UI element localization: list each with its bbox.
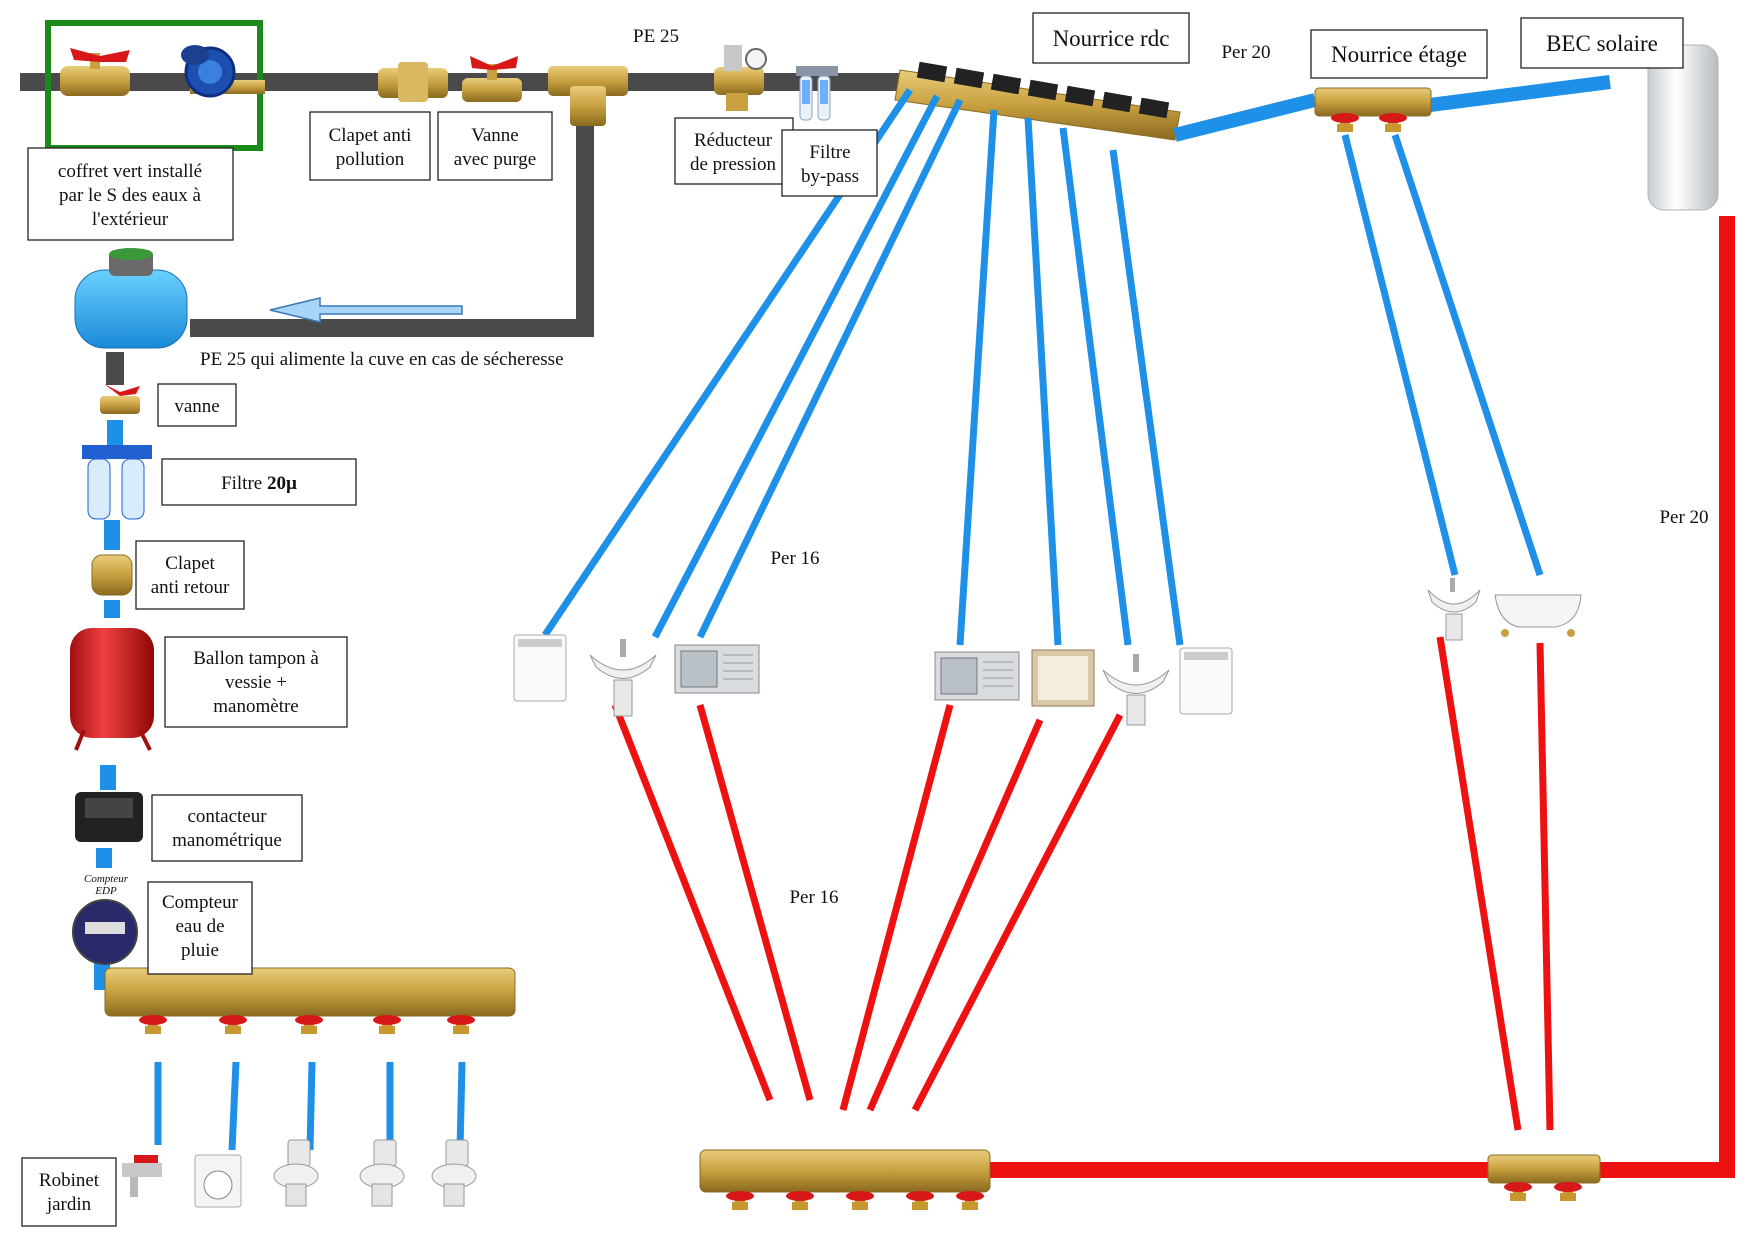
washbasin-icon — [589, 639, 657, 717]
dual-filter-icon — [82, 445, 152, 520]
label-box-filtre20 — [161, 458, 357, 506]
label-per20-right: Per 20 — [1659, 507, 1708, 528]
label-box-bec — [1520, 17, 1684, 69]
label-box-coffret — [27, 147, 234, 241]
label-box-vanne-purge — [437, 111, 553, 181]
tee-fitting-icon — [548, 66, 628, 126]
label-vanne-purge-line2: avec purge — [454, 149, 536, 170]
label-box-nourrice-rdc — [1032, 12, 1190, 64]
label-box-ballon — [164, 636, 348, 728]
label-compteur-edp-line1: Compteur — [84, 873, 129, 885]
kitchen-sink-icon — [674, 644, 760, 694]
label-filtre20: Filtre 20µ — [221, 473, 297, 494]
manifold-hot-rdc — [699, 1149, 991, 1210]
label-box-nourrice-etage — [1310, 29, 1488, 79]
toilet-icon — [431, 1139, 477, 1207]
label-vanne-purge-line1: Vanne — [471, 125, 518, 146]
label-clapet-retour-line1: Clapet — [165, 553, 215, 574]
bathtub-icon — [1494, 594, 1582, 637]
small-valve-icon — [100, 384, 140, 414]
label-filtre-bypass-line2: by-pass — [801, 166, 859, 187]
label-contacteur-line2: manométrique — [172, 830, 282, 851]
pressure-switch-icon — [75, 792, 143, 842]
label-contacteur-line1: contacteur — [187, 806, 267, 827]
clapet-anti-pollution-icon — [378, 62, 448, 102]
manifold-garden — [104, 967, 516, 1034]
label-nourrice-rdc: Nourrice rdc — [1053, 26, 1170, 51]
label-coffret-line2: par le S des eaux à — [59, 185, 201, 206]
kitchen-sink-icon — [934, 651, 1020, 701]
label-box-filtre-bypass — [781, 129, 878, 197]
bypass-filter-icon — [796, 66, 838, 121]
label-per20-top: Per 20 — [1221, 42, 1270, 63]
label-robinet-line2: jardin — [46, 1194, 92, 1215]
dishwasher-icon — [513, 634, 567, 702]
check-valve-icon — [91, 554, 133, 596]
label-coffret-line3: l'extérieur — [92, 209, 169, 230]
label-coffret-line1: coffret vert installé — [58, 161, 202, 182]
manifold-rdc — [894, 61, 1181, 141]
hot-water-pipes — [611, 216, 1735, 1178]
manifold-hot-etage — [1487, 1154, 1601, 1201]
label-per16-red: Per 16 — [789, 887, 838, 908]
ball-valve-icon — [60, 48, 130, 96]
label-clapet-retour-line2: anti retour — [151, 577, 230, 598]
solar-water-heater-icon — [1647, 44, 1719, 211]
washbasin-icon — [1427, 578, 1481, 641]
label-clapet-pollution-line2: pollution — [336, 149, 405, 170]
flow-arrow-icon — [269, 297, 463, 323]
expansion-tank-icon — [70, 628, 154, 751]
label-compteur-line1: Compteur — [162, 892, 239, 913]
rainwater-meter-icon — [72, 899, 138, 965]
washbasin-icon — [1102, 654, 1170, 726]
label-filtre-bypass-line1: Filtre — [809, 142, 850, 163]
washing-machine-icon — [194, 1154, 242, 1208]
label-compteur-line3: pluie — [181, 940, 219, 961]
label-box-vanne — [157, 383, 237, 427]
toilet-icon — [273, 1139, 319, 1207]
pressure-reducer-icon — [714, 45, 767, 111]
rainwater-tank-icon — [74, 248, 188, 349]
label-box-clapet-pollution — [309, 111, 431, 181]
label-clapet-pollution-line1: Clapet anti — [329, 125, 412, 146]
label-per16-blue: Per 16 — [770, 548, 819, 569]
label-box-clapet-retour — [135, 540, 245, 610]
label-pe25-top: PE 25 — [633, 26, 679, 47]
label-box-reducteur — [674, 117, 794, 185]
dishwasher-icon — [1179, 647, 1233, 715]
toilet-icon — [359, 1139, 405, 1207]
label-reducteur-line1: Réducteur — [694, 130, 773, 151]
manifold-etage — [1314, 87, 1432, 132]
label-ballon-line3: manomètre — [213, 696, 298, 717]
purge-valve-icon — [462, 56, 522, 102]
label-ballon-line2: vessie + — [225, 672, 287, 693]
label-compteur-line2: eau de — [175, 916, 224, 937]
garden-tap-icon — [122, 1155, 162, 1197]
label-robinet-line1: Robinet — [39, 1170, 100, 1191]
label-box-compteur — [147, 881, 253, 975]
shower-tray-icon — [1031, 649, 1095, 707]
label-nourrice-etage: Nourrice étage — [1331, 42, 1467, 67]
label-box-contacteur — [151, 794, 303, 862]
water-meter-icon — [181, 45, 265, 98]
label-ballon-line1: Ballon tampon à — [193, 648, 319, 669]
label-reducteur-line2: de pression — [690, 154, 777, 175]
label-bec-solaire: BEC solaire — [1546, 31, 1658, 56]
label-pe25-cuve: PE 25 qui alimente la cuve en cas de séc… — [200, 349, 564, 370]
label-compteur-edp-line2: EDP — [94, 885, 117, 897]
label-vanne: vanne — [174, 396, 219, 417]
label-box-robinet — [21, 1157, 117, 1227]
